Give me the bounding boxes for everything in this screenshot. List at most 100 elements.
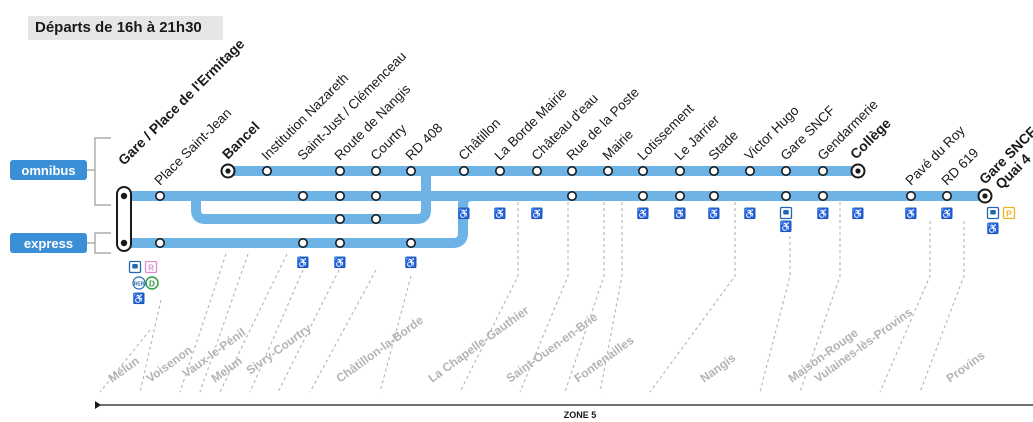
stop-marker-gendarmerie	[817, 191, 828, 202]
omnibus-label: omnibus	[21, 163, 75, 178]
town-label: Provins	[944, 348, 988, 385]
accessible-glyph: ♿	[637, 207, 649, 220]
stop-label-gare-sncf-quai: Gare SNCFQuai 4	[976, 123, 1033, 197]
accessible-icon	[987, 222, 999, 234]
omnibus-bracket	[94, 137, 111, 206]
stop-marker-route-nangis	[334, 214, 345, 225]
stop-marker-lotissement	[637, 166, 648, 177]
train-glyph	[783, 210, 789, 215]
town-boundary	[99, 329, 151, 393]
rer-glyph: RER	[134, 282, 145, 288]
stop-marker-courtry	[370, 191, 381, 202]
stop-marker-saint-just	[297, 238, 308, 249]
town-boundary	[759, 236, 791, 393]
stop-marker-victor-hugo	[744, 166, 755, 177]
town-boundary	[199, 253, 249, 393]
accessible-glyph: ♿	[334, 256, 346, 269]
town-boundary	[519, 196, 569, 393]
accessible-icon	[334, 256, 346, 268]
stop-marker-pave-roy	[905, 191, 916, 202]
terminus-marker	[116, 186, 132, 252]
route-line-express	[119, 191, 478, 248]
accessible-glyph: ♿	[817, 207, 829, 220]
stop-marker-gare-sncf	[780, 166, 791, 177]
zone-axis-arrow	[95, 401, 101, 409]
town-boundary	[179, 253, 227, 393]
town-boundary	[799, 196, 841, 393]
accessible-icon	[817, 207, 829, 219]
town-boundary	[599, 196, 623, 393]
stop-marker-rue-poste	[566, 166, 577, 177]
accessible-icon	[458, 207, 470, 219]
town-boundary	[879, 221, 931, 393]
accessible-icon	[405, 256, 417, 268]
accessible-icon	[637, 207, 649, 219]
title-background	[28, 16, 223, 40]
stop-marker-lotissement	[637, 191, 648, 202]
stop-marker-gendarmerie	[817, 166, 828, 177]
parking-icon	[1002, 206, 1016, 220]
town-label: Fontenailles	[572, 333, 637, 386]
accessible-glyph: ♿	[941, 207, 953, 220]
stop-marker-rue-poste	[566, 191, 577, 202]
stop-marker-mairie	[602, 166, 613, 177]
stop-marker-le-jarrier	[674, 191, 685, 202]
accessible-glyph: ♿	[708, 207, 720, 220]
stop-marker-rd408	[405, 166, 416, 177]
accessible-icon	[297, 256, 309, 268]
train-glyph	[990, 210, 996, 215]
stop-marker-courtry	[370, 214, 381, 225]
rer-icon	[132, 276, 146, 290]
accessible-glyph: ♿	[297, 256, 309, 269]
ter-r-icon	[144, 260, 158, 274]
accessible-icon	[744, 207, 756, 219]
rer-d-glyph: D	[149, 279, 155, 289]
town-boundary	[379, 275, 412, 393]
stop-marker-route-nangis	[334, 166, 345, 177]
town-boundary	[649, 196, 736, 393]
omnibus-badge	[10, 160, 87, 180]
accessible-glyph: ♿	[987, 222, 999, 235]
stop-terminus-dot	[855, 168, 861, 174]
accessible-glyph: ♿	[905, 207, 917, 220]
route-line-loop	[191, 166, 431, 224]
accessible-icon	[708, 207, 720, 219]
rer-d-icon	[145, 276, 159, 290]
express-badge	[10, 233, 87, 253]
accessible-glyph: ♿	[458, 207, 470, 220]
accessible-glyph: ♿	[780, 220, 792, 233]
accessible-icon	[780, 220, 792, 232]
town-boundary	[219, 253, 288, 393]
stop-label-rd408: RD 408	[403, 120, 446, 163]
town-boundary	[139, 299, 162, 393]
stop-label-bancel: Bancel	[219, 118, 263, 162]
stop-terminus-dot	[982, 193, 988, 199]
accessible-glyph: ♿	[674, 207, 686, 220]
train-glyph	[132, 264, 138, 269]
town-label: Melun	[106, 354, 142, 386]
stop-marker-saint-just	[297, 191, 308, 202]
stop-marker-gare-ermitage	[120, 192, 128, 200]
stop-marker-stade	[708, 191, 719, 202]
accessible-glyph: ♿	[744, 207, 756, 220]
accessible-glyph: ♿	[852, 207, 864, 220]
ter-r-glyph: R	[148, 264, 154, 273]
accessible-icon	[941, 207, 953, 219]
stop-marker-gare-sncf	[780, 191, 791, 202]
accessible-icon	[531, 207, 543, 219]
accessible-glyph: ♿	[133, 292, 145, 305]
stop-marker-courtry	[370, 166, 381, 177]
town-boundary	[277, 269, 340, 393]
town-boundary	[309, 269, 377, 393]
accessible-icon	[674, 207, 686, 219]
stop-marker-route-nangis	[334, 238, 345, 249]
express-bracket	[94, 232, 111, 254]
town-boundary	[564, 196, 605, 393]
page-title: Départs de 16h à 21h30	[35, 19, 202, 36]
stop-marker-route-nangis	[334, 191, 345, 202]
accessible-glyph: ♿	[494, 207, 506, 220]
stop-marker-le-jarrier	[674, 166, 685, 177]
stop-marker-rd619	[941, 191, 952, 202]
town-label: Sivry-Courtry	[244, 321, 315, 378]
